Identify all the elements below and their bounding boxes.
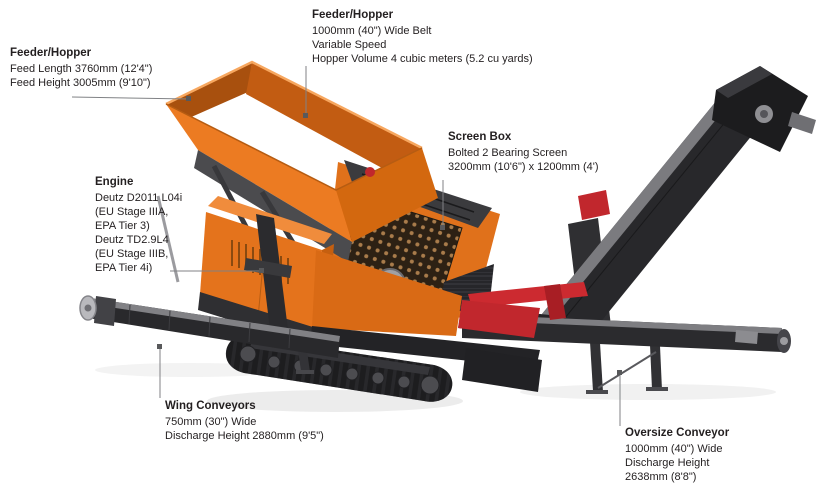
- callout-feeder-hopper-left: Feeder/Hopper Feed Length 3760mm (12'4")…: [10, 46, 175, 90]
- callout-title: Wing Conveyors: [165, 400, 256, 412]
- hopper-inner-left-wall: [166, 62, 252, 122]
- chassis-body: [312, 250, 462, 336]
- callout-line: Discharge Height 2880mm (9'5"): [165, 430, 324, 442]
- red-support: [544, 284, 566, 320]
- callout-line: EPA Tier 3): [95, 220, 150, 232]
- leader-lines: [71, 66, 621, 426]
- head-bracket: [788, 112, 816, 134]
- callout-title: Engine: [95, 176, 134, 188]
- leg-brace: [597, 351, 657, 389]
- leader-endpoint-square: [617, 370, 622, 375]
- callout-line: (EU Stage IIIB,: [95, 248, 169, 260]
- main-conveyor-red-bracket: [578, 190, 610, 220]
- leader-endpoints: [157, 96, 622, 375]
- callout-title: Screen Box: [448, 131, 512, 143]
- hopper-right-face: [336, 148, 438, 242]
- main-conveyor: [542, 66, 816, 340]
- leader-endpoint-square: [186, 96, 191, 101]
- callout-line: 2638mm (8'8"): [625, 471, 697, 483]
- callout-line: 750mm (30") Wide: [165, 416, 257, 428]
- discharge-red-parts: [458, 282, 588, 338]
- hopper-inner-back-wall: [246, 62, 422, 180]
- conveyor-leg: [590, 342, 603, 392]
- callout-line: 3200mm (10'6") x 1200mm (4'): [448, 161, 599, 173]
- hopper-rim: [165, 60, 423, 150]
- callout-line: Variable Speed: [312, 39, 387, 51]
- leader-endpoint-square: [259, 268, 264, 273]
- leader-endpoint-square: [440, 225, 445, 230]
- leader-endpoint-square: [157, 344, 162, 349]
- callout-lines: Deutz D2011 L04i (EU Stage IIIA, EPA Tier …: [95, 191, 225, 275]
- callout-line: (EU Stage IIIA,: [95, 206, 169, 218]
- handrail: [156, 195, 180, 283]
- wing-belt-edge: [89, 298, 340, 342]
- callout-line: Feed Length 3760mm (12'4"): [10, 63, 153, 75]
- callout-title: Feeder/Hopper: [312, 9, 394, 21]
- callout-line: 1000mm (40") Wide Belt: [312, 25, 432, 37]
- wing-conveyor: [79, 214, 340, 374]
- drive-sprocket: [420, 375, 440, 395]
- callout-line: Feed Height 3005mm (9'10"): [10, 77, 151, 89]
- hopper-front-face: [166, 104, 352, 242]
- callout-engine: Engine Deutz D2011 L04i (EU Stage IIIA, EP…: [95, 175, 225, 275]
- callout-screen-box: Screen Box Bolted 2 Bearing Screen 3200mm…: [448, 130, 638, 174]
- main-conveyor-body: [542, 94, 766, 340]
- conveyor-leg: [650, 345, 662, 390]
- oversize-belt-edge: [462, 314, 782, 334]
- main-conveyor-belt-edge: [542, 94, 732, 320]
- callout-line: 1000mm (40") Wide: [625, 443, 723, 455]
- callout-line: Deutz D2011 L04i: [95, 192, 183, 204]
- idler-wheel: [239, 345, 257, 363]
- callout-lines: Bolted 2 Bearing Screen 3200mm (10'6") x …: [448, 146, 638, 174]
- callout-line: Discharge Height: [625, 457, 710, 469]
- red-plate: [458, 300, 540, 338]
- callout-line: Bolted 2 Bearing Screen: [448, 147, 568, 159]
- callout-lines: Feed Length 3760mm (12'4") Feed Height 30…: [10, 62, 175, 90]
- callout-title: Oversize Conveyor: [625, 427, 730, 439]
- callout-title: Feeder/Hopper: [10, 47, 92, 59]
- track-right: [462, 348, 542, 392]
- callout-line: Deutz TD2.9L4: [95, 234, 169, 246]
- callout-line: EPA Tier 4i): [95, 262, 153, 274]
- leader-feeder-hopper-left: [71, 96, 190, 100]
- callout-line: Hopper Volume 4 cubic meters (5.2 cu yar…: [312, 53, 533, 65]
- leader-endpoint-square: [303, 113, 308, 118]
